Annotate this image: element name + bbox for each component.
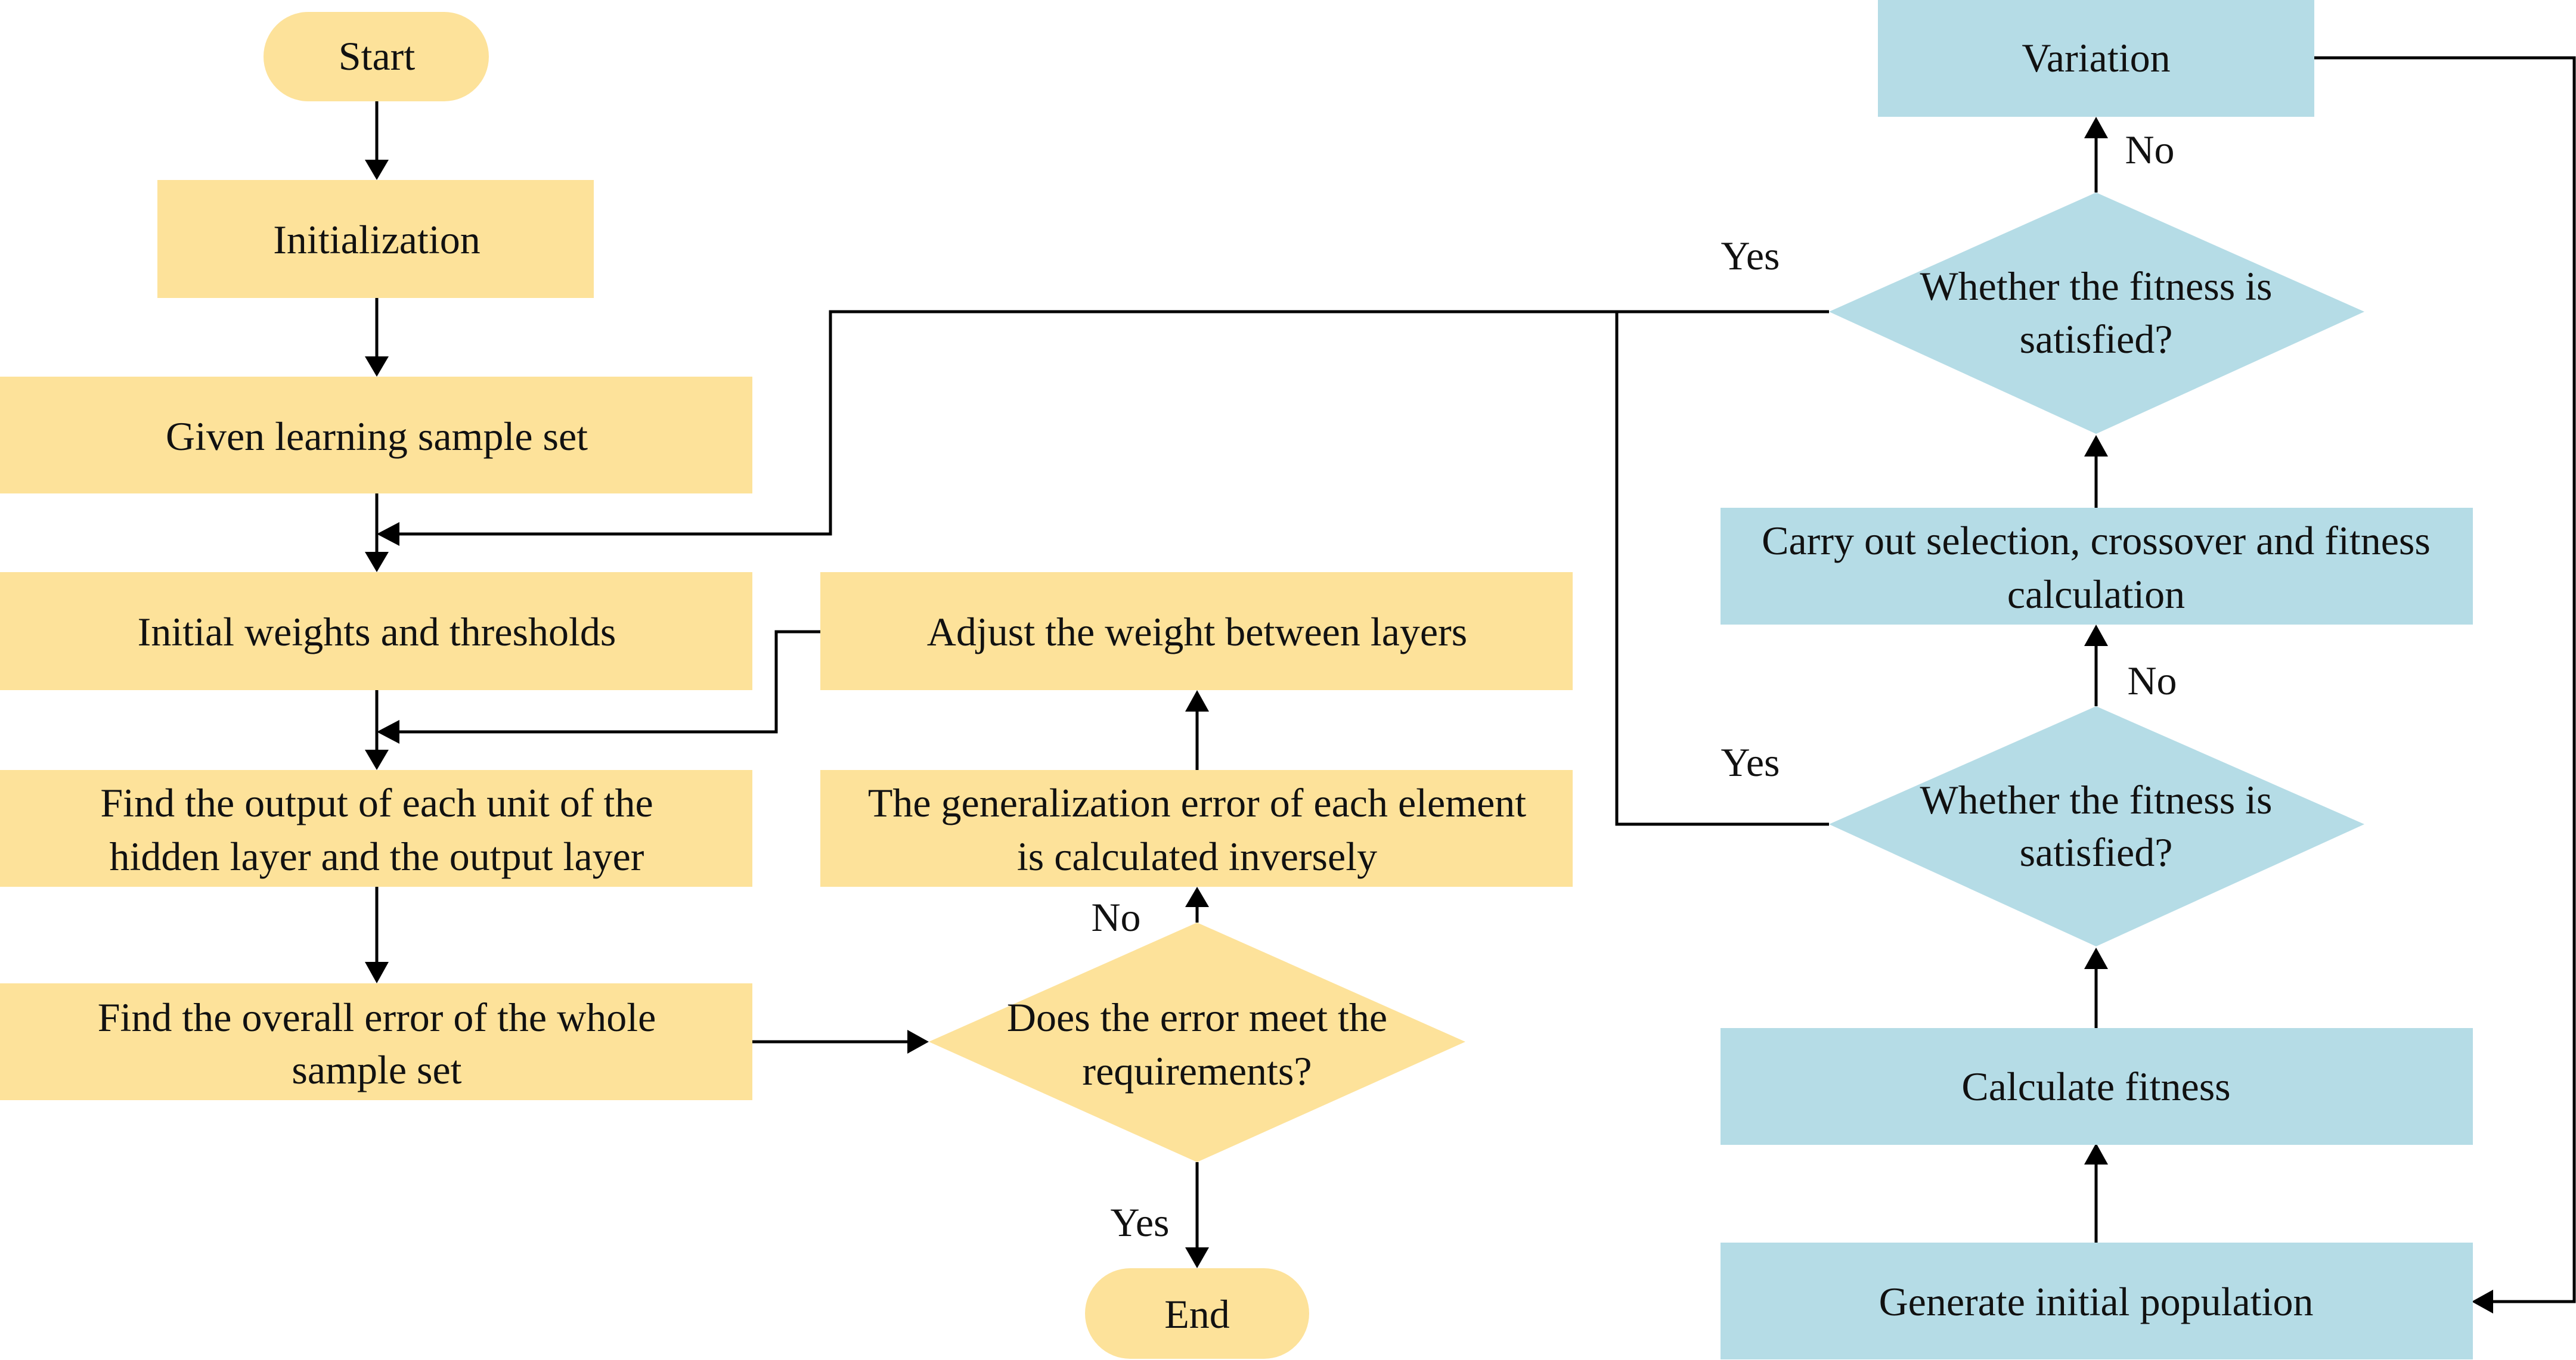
arrowhead <box>1185 887 1209 907</box>
edge-label-bottom-fitness-yes: Yes <box>1721 740 1780 785</box>
edge-ga-to-bp <box>398 310 1829 536</box>
arrowhead <box>1185 690 1209 712</box>
node-selection-crossover-line1: Carry out selection, crossover and fitne… <box>1762 518 2431 563</box>
node-calculate-fitness: Calculate fitness <box>1721 1028 2473 1145</box>
arrowhead <box>2084 948 2108 969</box>
arrowhead <box>377 522 399 546</box>
node-selection-crossover-line2: calculation <box>2007 572 2185 617</box>
edge-label-error-no: No <box>1091 895 1140 940</box>
node-start: Start <box>264 12 489 101</box>
edge-label-top-fitness-no: No <box>2125 127 2174 172</box>
node-fitness-decision-top: Whether the fitness is satisfied? <box>1829 192 2364 434</box>
node-fitness-decision-top-line1: Whether the fitness is <box>1920 263 2272 309</box>
arrowhead <box>365 356 389 377</box>
arrowhead <box>365 160 389 180</box>
arrowhead <box>907 1030 929 1054</box>
node-start-label: Start <box>339 33 416 79</box>
edge-label-error-yes: Yes <box>1111 1200 1170 1245</box>
edge-adjust-feedback <box>398 630 820 734</box>
node-given-sample-label: Given learning sample set <box>166 414 588 459</box>
node-variation-label: Variation <box>2022 35 2170 80</box>
arrowhead <box>377 720 399 744</box>
node-find-output-line1: Find the output of each unit of the <box>100 780 653 825</box>
node-error-decision-line1: Does the error meet the <box>1007 995 1387 1040</box>
node-fitness-decision-bottom-line1: Whether the fitness is <box>1920 777 2272 822</box>
edge-bottom-fitness-yes <box>1615 312 1829 826</box>
node-fitness-decision-top-line2: satisfied? <box>2020 316 2173 362</box>
node-selection-crossover: Carry out selection, crossover and fitne… <box>1721 508 2473 625</box>
node-adjust-weight: Adjust the weight between layers <box>820 572 1573 690</box>
edge-variation-generate <box>2314 56 2576 1303</box>
node-generalization-error-line1: The generalization error of each element <box>868 780 1526 825</box>
node-generalization-error: The generalization error of each element… <box>820 770 1573 887</box>
node-fitness-decision-bottom-line2: satisfied? <box>2020 830 2173 875</box>
node-variation: Variation <box>1878 0 2314 117</box>
node-given-sample: Given learning sample set <box>0 377 752 493</box>
node-error-decision-line2: requirements? <box>1082 1048 1312 1094</box>
arrowhead <box>2084 117 2108 138</box>
node-generalization-error-line2: is calculated inversely <box>1017 834 1377 879</box>
arrowhead <box>2084 625 2108 646</box>
arrowhead <box>2084 1143 2108 1165</box>
node-overall-error: Find the overall error of the whole samp… <box>0 983 752 1100</box>
arrowhead <box>2084 435 2108 457</box>
node-initial-weights: Initial weights and thresholds <box>0 572 752 690</box>
edge-label-top-fitness-yes: Yes <box>1721 233 1780 278</box>
node-overall-error-line2: sample set <box>292 1047 461 1092</box>
node-find-output-line2: hidden layer and the output layer <box>110 834 644 879</box>
edge-label-bottom-fitness-no: No <box>2127 658 2177 703</box>
node-adjust-weight-label: Adjust the weight between layers <box>927 609 1467 654</box>
arrowhead <box>365 750 389 770</box>
arrowhead <box>1185 1247 1209 1268</box>
node-generate-population: Generate initial population <box>1721 1243 2473 1359</box>
arrowhead <box>2472 1290 2493 1314</box>
edges <box>365 56 2576 1314</box>
node-end-label: End <box>1164 1291 1230 1337</box>
arrowhead <box>365 962 389 983</box>
node-generate-population-label: Generate initial population <box>1879 1279 2314 1324</box>
node-error-decision: Does the error meet the requirements? <box>929 923 1465 1162</box>
node-initial-weights-label: Initial weights and thresholds <box>138 609 616 654</box>
node-overall-error-line1: Find the overall error of the whole <box>98 995 656 1040</box>
node-initialization-label: Initialization <box>273 217 480 262</box>
arrowhead <box>365 552 389 572</box>
node-initialization: Initialization <box>157 180 594 298</box>
node-end: End <box>1085 1268 1309 1359</box>
node-fitness-decision-bottom: Whether the fitness is satisfied? <box>1829 706 2364 946</box>
node-find-output: Find the output of each unit of the hidd… <box>0 770 752 887</box>
node-calculate-fitness-label: Calculate fitness <box>1961 1064 2230 1109</box>
